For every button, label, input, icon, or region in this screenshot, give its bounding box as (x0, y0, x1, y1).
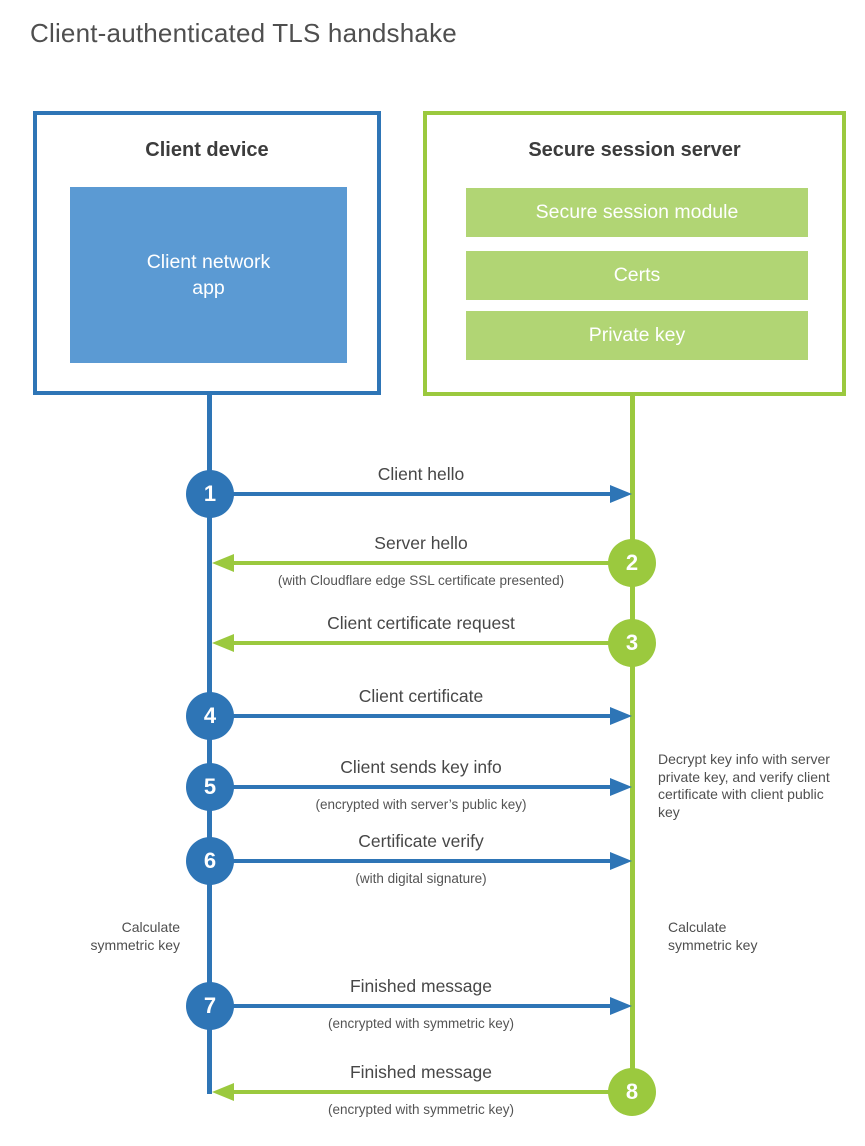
step-5-label: Client sends key info (340, 757, 502, 777)
step-6-subtext: (with digital signature) (355, 871, 487, 886)
client-network-app-box: Client network app (70, 187, 347, 363)
step-4-arrow (232, 714, 610, 718)
step-1-label: Client hello (377, 464, 465, 484)
step-2-label: Server hello (374, 533, 468, 553)
client-lifeline (207, 391, 212, 1094)
step-8-arrowhead-icon (212, 1083, 234, 1101)
step-7-subtext: (encrypted with symmetric key) (327, 1016, 515, 1031)
step-7-arrowhead-icon (610, 997, 632, 1015)
server-calculate-symmetric-key-note: Calculate symmetric key (668, 919, 758, 953)
secure-session-server-title: Secure session server (528, 139, 741, 161)
server-module-secure-session-module: Secure session module (466, 188, 808, 237)
step-2-arrowhead-icon (212, 554, 234, 572)
step-8-subtext: (encrypted with symmetric key) (327, 1102, 515, 1117)
step-8-arrow (234, 1090, 609, 1094)
client-calculate-symmetric-key-note: Calculate symmetric key (90, 919, 180, 953)
server-module-private-key: Private key (466, 311, 808, 360)
server-module-certs: Certs (466, 251, 808, 300)
step-1-arrowhead-icon (610, 485, 632, 503)
step-7-label: Finished message (349, 976, 493, 996)
step-8-label: Finished message (349, 1062, 493, 1082)
step-1-arrow (232, 492, 610, 496)
server-lifeline (630, 392, 635, 1092)
step-5-arrowhead-icon (610, 778, 632, 796)
step-6-label: Certificate verify (358, 831, 484, 851)
step-5-arrow (232, 785, 610, 789)
step-3-arrow (234, 641, 609, 645)
step-6-arrow (232, 859, 610, 863)
step-2-subtext: (with Cloudflare edge SSL certificate pr… (277, 573, 565, 588)
step-2-arrow (234, 561, 609, 565)
step-3-arrowhead-icon (212, 634, 234, 652)
server-decrypt-note: Decrypt key info with server private key… (658, 751, 830, 820)
page-title: Client-authenticated TLS handshake (30, 18, 457, 48)
client-device-title: Client device (145, 139, 269, 161)
step-4-label: Client certificate (358, 686, 484, 706)
client-network-app-label: Client network app (146, 250, 271, 299)
step-3-label: Client certificate request (327, 613, 515, 633)
step-7-arrow (232, 1004, 610, 1008)
step-4-arrowhead-icon (610, 707, 632, 725)
step-6-arrowhead-icon (610, 852, 632, 870)
step-5-subtext: (encrypted with server’s public key) (315, 797, 527, 812)
